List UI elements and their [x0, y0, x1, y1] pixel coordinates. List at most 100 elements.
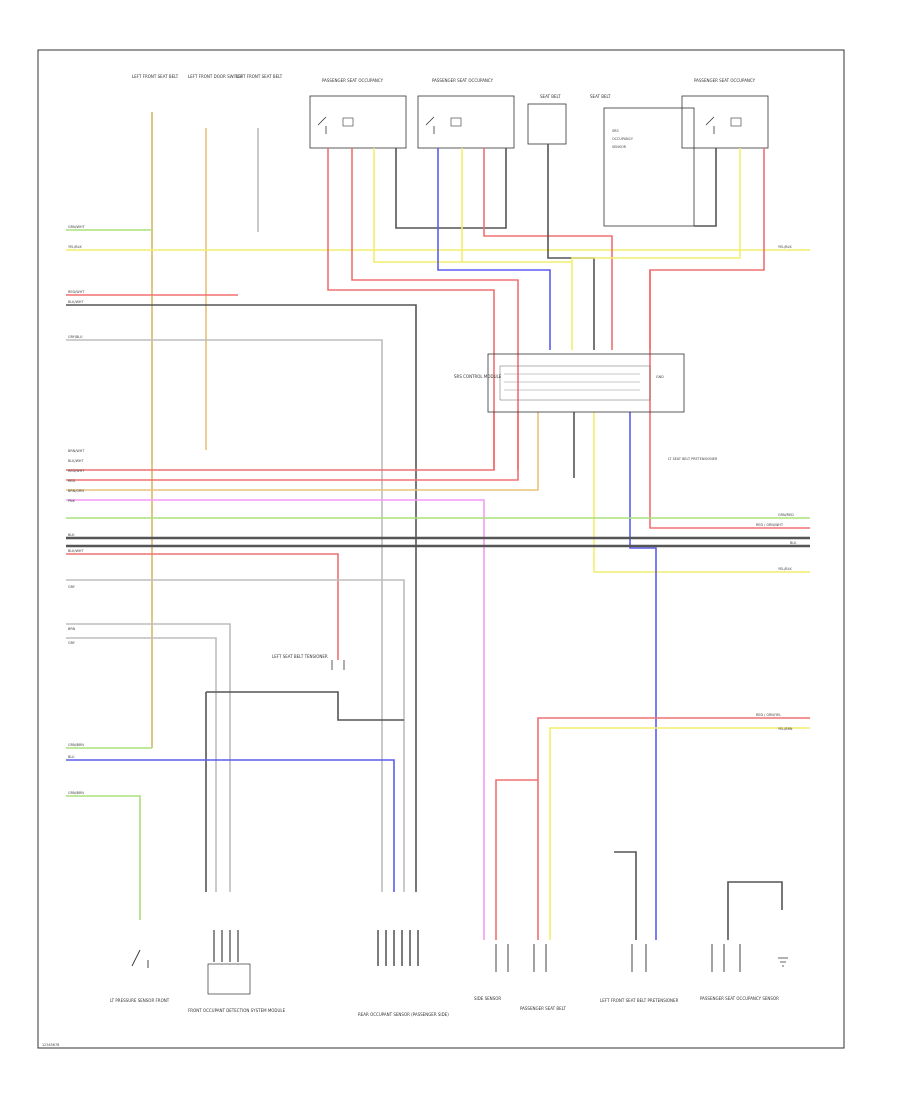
module-traces	[504, 373, 640, 391]
top-label: LEFT FRONT SEAT BELT	[236, 74, 283, 79]
edge-label: BLK	[790, 541, 797, 545]
diagram-frame	[37, 49, 845, 1049]
edge-label: GRN/RED	[778, 513, 794, 517]
center-component: LEFT SEAT BELT TENSIONER	[272, 654, 345, 670]
edge-label: RED / GRN/YEL	[756, 713, 781, 717]
wire	[351, 148, 519, 470]
edge-label: BRN	[68, 627, 76, 631]
wire	[694, 148, 717, 227]
edge-label: RED/WHT	[68, 290, 85, 294]
component-label: LEFT SEAT BELT TENSIONER	[272, 654, 328, 659]
wires	[66, 112, 810, 940]
wire	[327, 148, 495, 470]
wire	[727, 881, 783, 940]
resistor-icon	[450, 117, 462, 127]
wire	[495, 779, 538, 940]
wire	[66, 759, 395, 892]
edge-label: BLK/WHT	[68, 459, 84, 463]
right-note: LT SEAT BELT PRETENSIONER	[668, 457, 718, 461]
edge-label: GRY/BLU	[68, 335, 83, 339]
module-label: SRS CONTROL MODULE	[454, 374, 502, 379]
switch-icon	[131, 949, 149, 968]
edge-label: BRN/GRN	[68, 489, 84, 493]
wire	[437, 148, 551, 350]
edge-label: BLK	[68, 533, 75, 537]
resistor-icon	[342, 117, 354, 127]
switch-icon	[317, 116, 327, 134]
module-pin-note: GND	[656, 375, 664, 379]
component-box	[309, 95, 407, 149]
connector-pins	[711, 944, 741, 972]
component-box	[681, 95, 769, 149]
wire	[66, 637, 217, 892]
wire	[614, 851, 637, 940]
wire	[66, 553, 339, 660]
wire	[66, 499, 485, 940]
component-box	[527, 103, 567, 145]
top-label: SEAT BELT	[590, 94, 611, 99]
edge-label: RED	[68, 479, 75, 483]
wire	[395, 148, 507, 229]
wire	[629, 412, 657, 940]
wire	[549, 727, 810, 940]
connector-pins	[631, 944, 647, 972]
connector-pins	[213, 930, 239, 962]
side-note: SRS	[612, 129, 619, 133]
edge-label: YEL/BRN	[778, 727, 793, 731]
wire	[206, 691, 404, 721]
top-label: PASSENGER SEAT OCCUPANCY	[432, 78, 494, 83]
edge-label: GRN/BRN	[68, 791, 84, 795]
wire	[66, 579, 405, 892]
edge-label: GRN/WHT	[68, 225, 86, 229]
wire	[547, 144, 595, 350]
edge-label: RED / GRN/WHT	[756, 523, 784, 527]
top-components: LEFT FRONT SEAT BELT LEFT FRONT DOOR SWI…	[132, 74, 769, 227]
connector-block	[207, 963, 251, 995]
ground-icon	[778, 957, 788, 967]
wire	[66, 623, 231, 892]
edge-label: RED/WHT	[68, 469, 85, 473]
switch-icon	[705, 116, 715, 134]
connector-pins	[377, 930, 419, 966]
bottom-label: PASSENGER SEAT BELT	[520, 1006, 566, 1011]
bottom-label: FRONT OCCUPANT DETECTION SYSTEM MODULE	[188, 1008, 286, 1013]
connector-icon	[331, 660, 345, 670]
switch-icon	[425, 116, 435, 134]
top-label: PASSENGER SEAT OCCUPANCY	[694, 78, 756, 83]
bottom-components: LT PRESSURE SENSOR FRONT FRONT OCCUPANT …	[110, 930, 788, 1017]
top-label: LEFT FRONT DOOR SWITCH	[188, 74, 243, 79]
center-module: SRS CONTROL MODULE GND	[454, 353, 685, 413]
edge-label: BLK/WHT	[68, 300, 84, 304]
wire	[649, 148, 765, 350]
edge-label: GRY	[68, 585, 76, 589]
edge-label: BLU	[68, 755, 75, 759]
top-label: PASSENGER SEAT OCCUPANCY	[322, 78, 384, 83]
wire	[649, 270, 810, 529]
wire	[66, 412, 495, 471]
left-edge-labels: GRN/WHT YEL/BLK RED/WHT BLK/WHT GRY/BLU …	[68, 225, 86, 795]
edge-label: BLK/WHT	[68, 549, 84, 553]
edge-label: PNK	[68, 499, 76, 503]
wire	[373, 148, 572, 263]
module-box	[487, 353, 685, 413]
footer-code: 12345678	[42, 1043, 59, 1047]
bottom-label: REAR OCCUPANT SENSOR (PASSENGER SIDE)	[358, 1012, 449, 1017]
wire	[66, 795, 141, 920]
side-note: OCCUPANCY	[612, 137, 634, 141]
edge-label: GRY	[68, 641, 76, 645]
edge-label: YEL/BLK	[68, 245, 82, 249]
component-box	[417, 95, 515, 149]
wire	[66, 304, 417, 892]
top-label: SEAT BELT	[540, 94, 561, 99]
bottom-label: SIDE SENSOR	[474, 996, 501, 1001]
edge-label: YEL/BLK	[778, 567, 792, 571]
wire	[66, 412, 519, 481]
edge-label: BRN/WHT	[68, 449, 85, 453]
wire	[66, 412, 539, 491]
top-label: LEFT FRONT SEAT BELT	[132, 74, 179, 79]
right-edge-labels: YEL/BLK GRN/RED RED / GRN/WHT BLK YEL/BL…	[756, 245, 797, 731]
bottom-label: PASSENGER SEAT OCCUPANCY SENSOR	[700, 996, 779, 1001]
wire	[593, 412, 810, 573]
side-note: SENSOR	[612, 145, 627, 149]
